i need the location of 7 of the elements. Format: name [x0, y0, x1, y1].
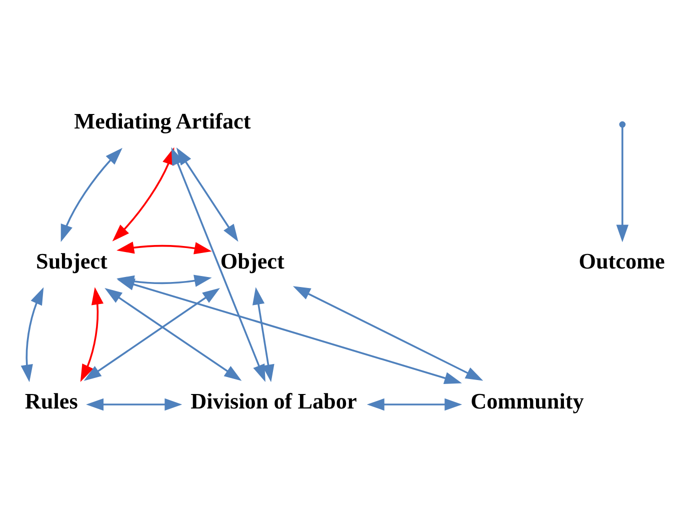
node-text: Community — [470, 388, 584, 414]
node-text: Division of Labor — [190, 388, 357, 414]
node-text: Outcome — [578, 248, 665, 274]
node-text: Mediating Artifact — [74, 108, 251, 134]
node-text: Rules — [24, 388, 78, 414]
node-text: Subject — [36, 248, 108, 274]
node-text: Object — [220, 248, 284, 274]
